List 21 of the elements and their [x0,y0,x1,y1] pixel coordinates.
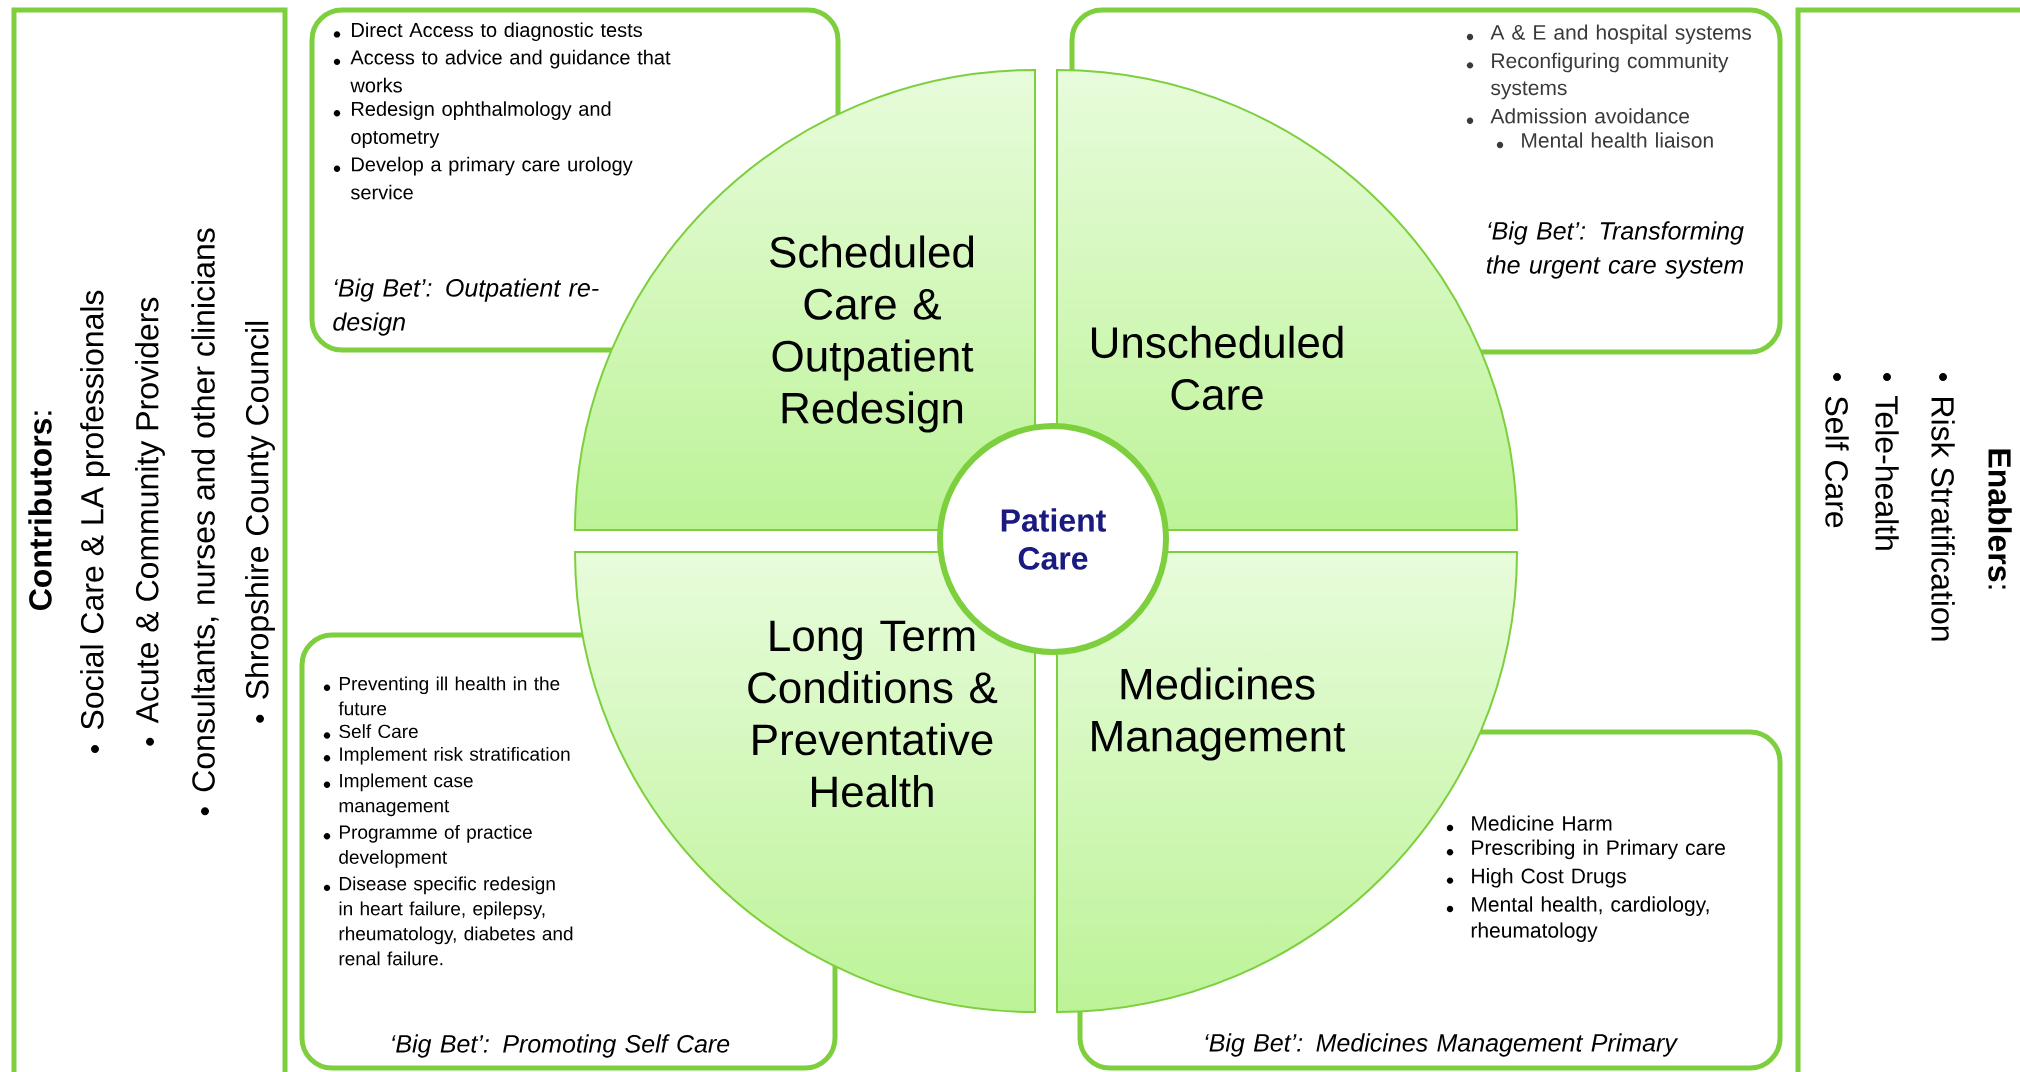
bullet-item: A & E and hospital systems [1466,24,1752,44]
bullet-item: Implement case management [323,773,473,817]
panel-frame [11,7,288,1072]
bullet-item: Consultants, nurses and other clinicians [191,228,219,816]
panel-frame [1795,7,2020,1072]
panel-heading: Enablers: [1988,449,2012,589]
big-bet-caption: ‘Big Bet’: Medicines Management Primary [1205,1033,1679,1057]
bullet-item: Acute & Community Providers [135,297,165,746]
big-bet-caption: ‘Big Bet’: Promoting Self Care [392,1034,730,1058]
bullet-item: Preventing ill health in the future [323,676,560,716]
bullet-item: Self Care [323,724,418,739]
bullet-item: Risk Stratification [1931,373,1955,641]
bullet-item: Direct Access to diagnostic tests [333,22,642,41]
bullet-item: Shropshire County Council [245,321,275,723]
bullet-item: Programme of practice development [323,824,532,868]
bullet-item: Implement risk stratification [323,746,570,765]
bullet-item: Social Care & LA professionals [80,290,110,753]
panel-heading: Contributors: [28,411,52,610]
bullet-item: Self Care [1825,373,1849,528]
bullet-item: Disease specific redesign in heart failure, epilepsy, rheumatology, diabetes and renal failure. [323,876,573,966]
bullet-item: Tele-health [1875,373,1899,550]
